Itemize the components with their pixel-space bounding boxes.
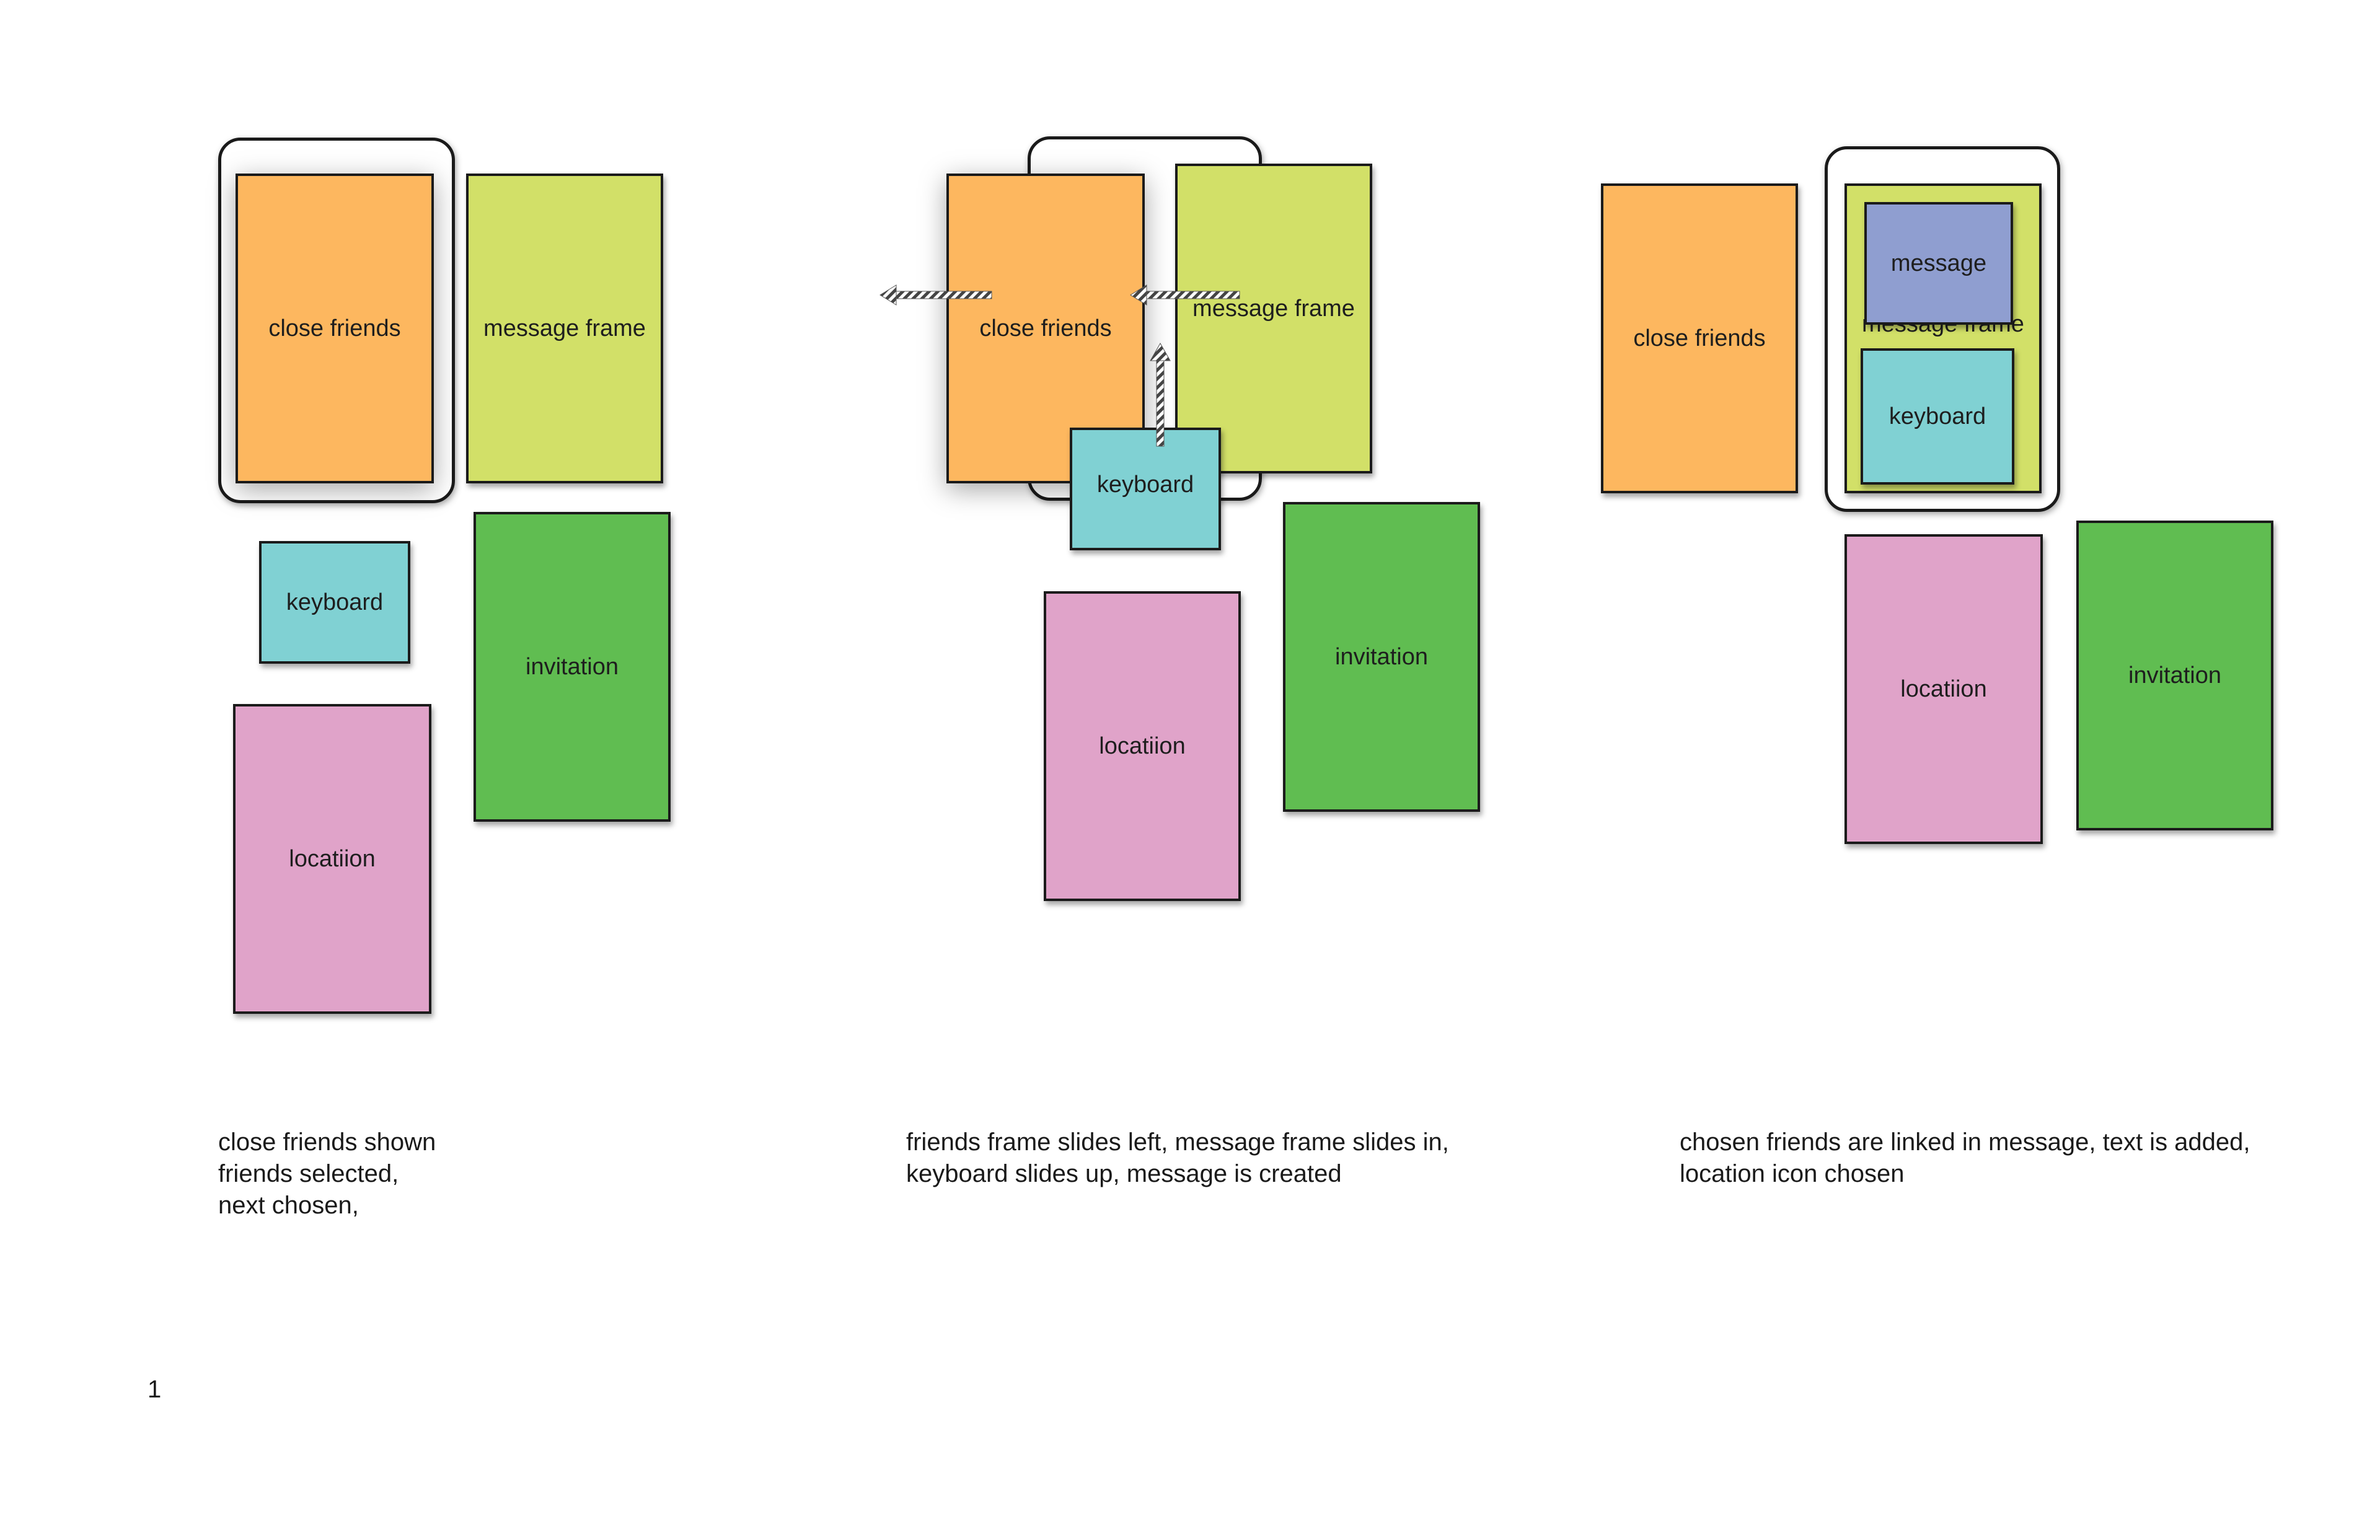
- keyboard-frame: keyboard: [1861, 348, 2014, 485]
- close-friends-label: close friends: [979, 315, 1112, 341]
- keyboard-label: keyboard: [1096, 471, 1194, 498]
- keyboard-frame: keyboard: [259, 541, 410, 664]
- location-frame: locatiion: [1844, 534, 2043, 844]
- message-frame-message: message: [1864, 202, 2013, 325]
- caption-line: friends selected,: [218, 1160, 399, 1187]
- location-label: locatiion: [289, 845, 376, 872]
- caption-line: next chosen,: [218, 1192, 359, 1219]
- location-frame: locatiion: [233, 704, 431, 1014]
- close-friends-frame: close friends: [1601, 183, 1798, 493]
- caption-line: friends frame slides left, message frame…: [906, 1129, 1449, 1156]
- keyboard-label: keyboard: [286, 589, 384, 615]
- invitation-label: invitation: [1335, 643, 1428, 670]
- message-frame-label: message frame: [483, 315, 646, 341]
- caption-line: close friends shown: [218, 1129, 436, 1156]
- close-friends-label: close friends: [1633, 325, 1766, 351]
- panel-caption: chosen friends are linked in message, te…: [1680, 1127, 2250, 1190]
- message-label: message: [1890, 250, 1987, 276]
- invitation-frame: invitation: [2076, 521, 2273, 830]
- slide-in-arrow: [1130, 284, 1240, 306]
- keyboard-frame: keyboard: [1070, 428, 1221, 550]
- message-frame-label: message frame: [1192, 295, 1355, 322]
- invitation-label: invitation: [526, 653, 619, 680]
- panel-caption: close friends shown friends selected, ne…: [218, 1127, 436, 1221]
- keyboard-label: keyboard: [1889, 403, 1986, 429]
- panel-caption: friends frame slides left, message frame…: [906, 1127, 1449, 1190]
- caption-line: chosen friends are linked in message, te…: [1680, 1129, 2250, 1156]
- location-label: locatiion: [1099, 733, 1186, 759]
- invitation-frame: invitation: [1283, 502, 1480, 812]
- caption-line: keyboard slides up, message is created: [906, 1160, 1342, 1187]
- phone-frame: [218, 138, 455, 503]
- close-friends-frame: close friends: [236, 174, 434, 483]
- close-friends-label: close friends: [268, 315, 401, 341]
- invitation-label: invitation: [2128, 662, 2221, 689]
- slide-left-arrow: [879, 284, 992, 306]
- slide-up-arrow: [1150, 342, 1171, 447]
- phone-frame: [1825, 146, 2060, 512]
- location-frame: locatiion: [1044, 591, 1241, 901]
- location-label: locatiion: [1900, 675, 1987, 702]
- caption-line: location icon chosen: [1680, 1160, 1905, 1187]
- message-frame: message frame: [1175, 164, 1372, 473]
- message-frame: message frame: [466, 174, 663, 483]
- invitation-frame: invitation: [474, 512, 671, 822]
- page-number: 1: [148, 1376, 162, 1403]
